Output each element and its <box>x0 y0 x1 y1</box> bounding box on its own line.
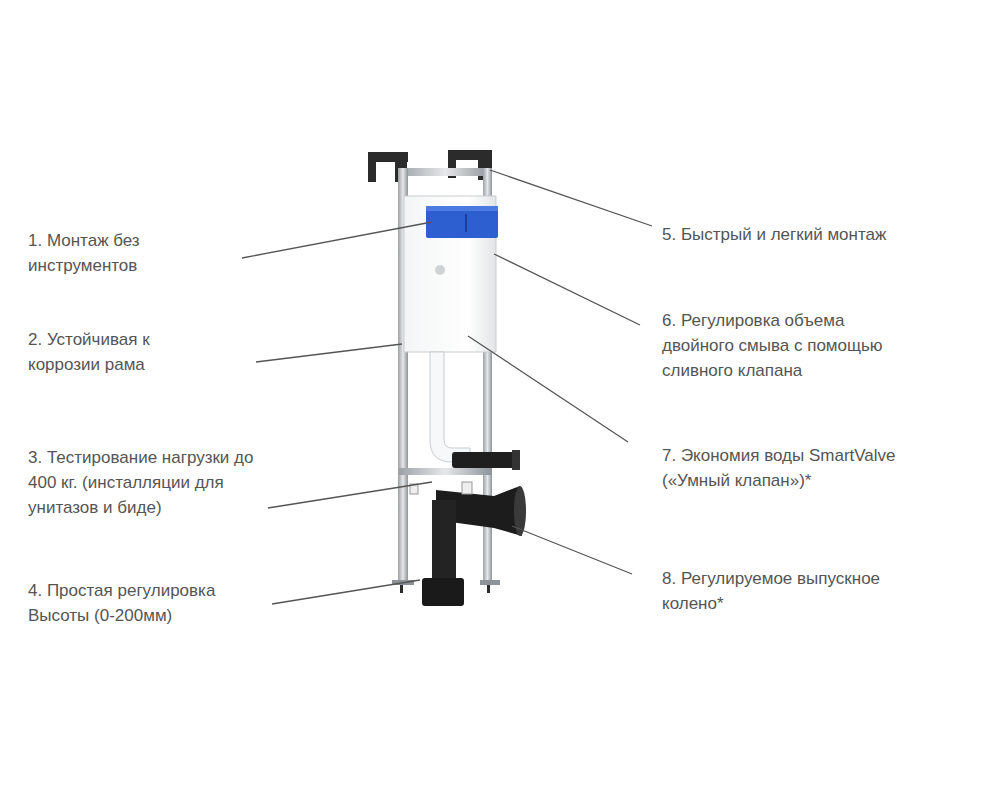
callout-label: 7. Экономия воды SmartValve («Умный клап… <box>662 443 932 493</box>
flush-button-box <box>426 206 498 238</box>
callout-label: 5. Быстрый и легкий монтаж <box>662 222 982 247</box>
callout-label: 3. Тестирование нагрузки до 400 кг. (инс… <box>28 445 278 520</box>
drain-pipe <box>432 500 456 580</box>
inlet-pipe <box>452 452 518 468</box>
callout-label: 6. Регулировка объема двойного смыва с п… <box>662 308 902 383</box>
callout-label: 4. Простая регулировка Высоты (0-200мм) <box>28 578 258 628</box>
fitting <box>462 482 472 494</box>
cistern-logo <box>435 265 445 275</box>
drain-cap <box>422 578 464 606</box>
flush-pipe <box>430 352 470 462</box>
callout-label: 1. Монтаж без инструментов <box>28 228 228 278</box>
frame-crossbar <box>398 468 492 475</box>
frame-crossbar <box>398 168 492 176</box>
inlet-pipe <box>512 450 520 470</box>
callout-label: 8. Регулируемое выпускное колено* <box>662 566 912 616</box>
leader-line <box>242 170 652 604</box>
flush-button-box <box>426 206 498 211</box>
top-bracket <box>368 150 492 182</box>
callout-label: 2. Устойчивая к коррозии рама <box>28 327 223 377</box>
flush-button-box <box>465 214 467 232</box>
